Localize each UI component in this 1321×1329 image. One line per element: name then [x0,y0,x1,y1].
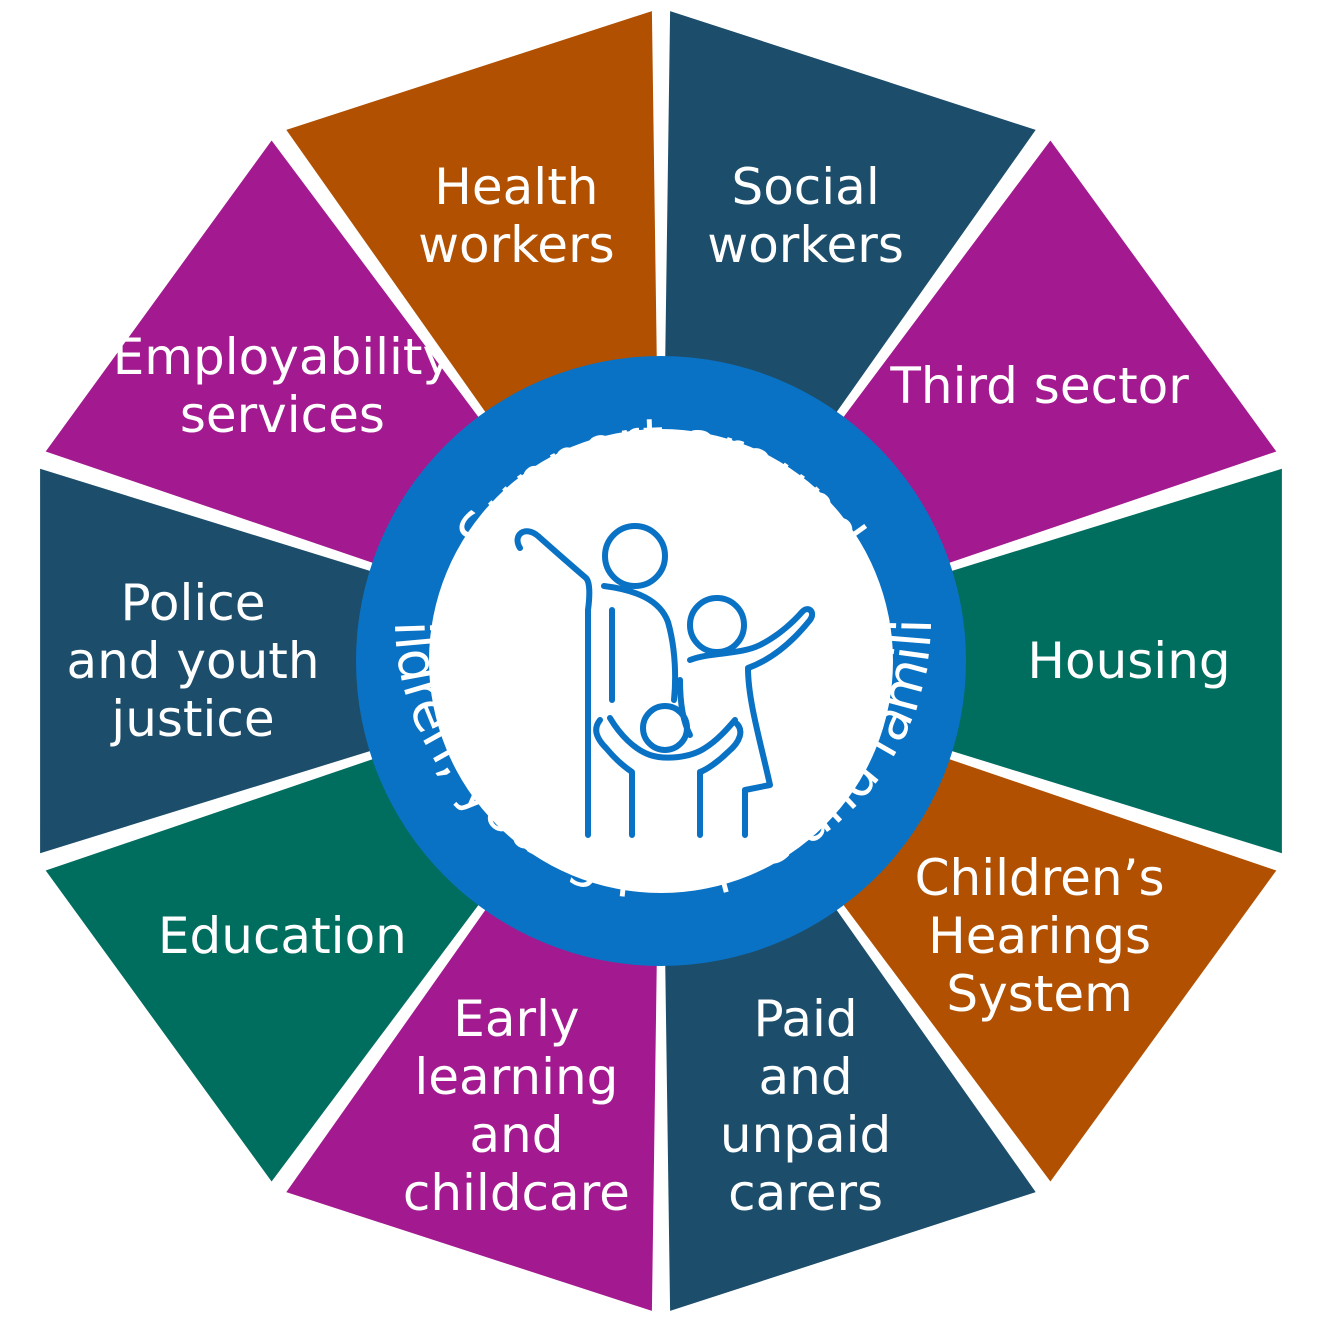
segment-housing: Housing [661,468,1282,854]
segment-shape-housing [661,468,1282,854]
segment-label-line: childcare [403,1164,630,1222]
segment-label-line: Hearings [928,907,1151,965]
segment-label-line: Children’s [915,849,1165,907]
segment-label-housing: Housing [1027,632,1230,690]
segment-label-line: Health [434,158,598,216]
segment-label-line: Housing [1027,632,1230,690]
segment-label-line: workers [418,216,615,274]
segment-label-line: Third sector [889,357,1189,415]
segment-label-third-sector: Third sector [889,357,1189,415]
segment-label-line: carers [728,1164,883,1222]
segment-label-education: Education [158,907,407,965]
segment-label-line: System [946,965,1132,1023]
family-icon [514,523,816,838]
segment-label-line: services [180,386,385,444]
segment-label-line: workers [707,216,904,274]
segment-label-line: and youth [66,632,319,690]
segment-label-line: Social [731,158,879,216]
segment-shape-police-and-youth-justice [40,468,662,854]
segment-label-line: Education [158,907,407,965]
segment-label-line: learning [414,1048,618,1106]
segment-label-line: unpaid [720,1106,891,1164]
segment-label-line: and [759,1048,853,1106]
segment-label-line: Employability [113,328,452,386]
segment-label-line: justice [110,690,274,748]
segment-label-line: Paid [754,990,858,1048]
segment-label-line: Early [453,990,579,1048]
segment-label-line: and [469,1106,563,1164]
segment-label-line: Police [121,574,266,632]
